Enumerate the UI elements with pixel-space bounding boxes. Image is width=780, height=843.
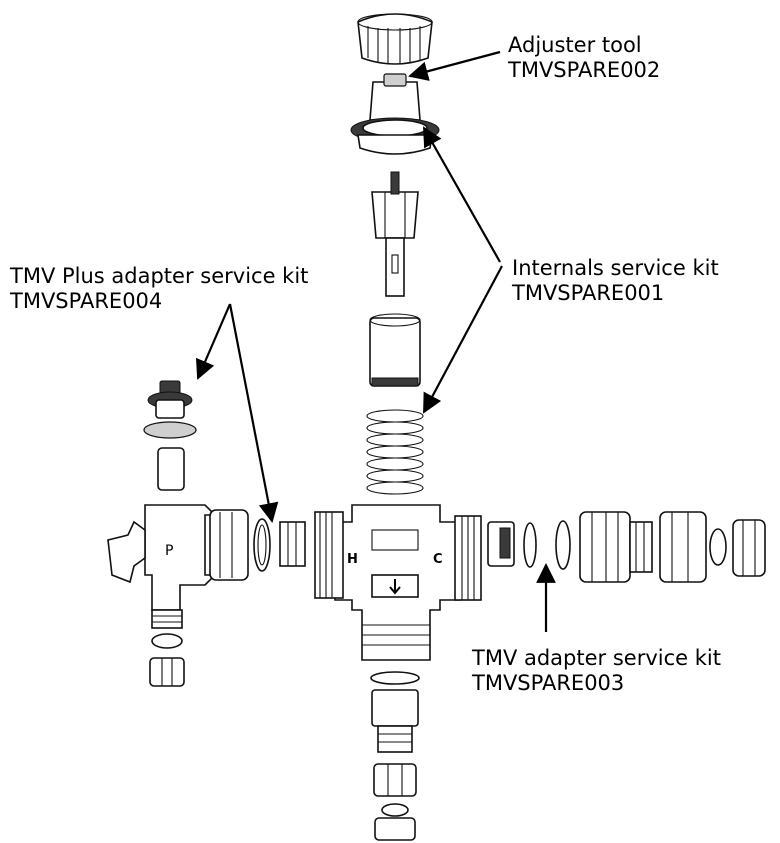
piston xyxy=(369,313,421,387)
plus-adapter-kit-name: TMV Plus adapter service kit xyxy=(10,264,309,288)
compression-olive xyxy=(709,528,727,566)
cold-mark: C xyxy=(433,552,443,567)
internals-arrow-bottom xyxy=(423,265,503,414)
adapter-kit-code: TMVSPARE003 xyxy=(472,671,625,695)
outlet-washer xyxy=(370,671,420,685)
internals-kit-label: Internals service kit TMVSPARE001 xyxy=(512,256,719,306)
adapter-washers xyxy=(523,520,571,570)
hot-mark: H xyxy=(347,552,358,567)
adjuster-tool-name: Adjuster tool xyxy=(508,33,642,57)
end-nut xyxy=(732,519,766,577)
isolating-valve: P xyxy=(107,504,249,629)
plus-lower-parts xyxy=(149,633,185,687)
plus-adapter-kit-code: TMVSPARE004 xyxy=(10,289,163,313)
outlet-nut-lower xyxy=(374,817,416,841)
spring xyxy=(366,409,424,495)
outlet-olive xyxy=(381,803,409,817)
adapter-kit-label: TMV adapter service kit TMVSPARE003 xyxy=(472,646,721,696)
adjuster-tool-label: Adjuster tool TMVSPARE002 xyxy=(508,33,660,83)
outlet-tailpiece xyxy=(371,689,419,753)
check-valve xyxy=(487,521,515,567)
internals-arrow-top xyxy=(423,126,501,263)
plus-arrow-right xyxy=(228,303,279,523)
plus-arrow-left xyxy=(195,303,232,380)
compression-nut xyxy=(659,511,707,583)
svg-text:P: P xyxy=(165,543,173,559)
adjuster-cap xyxy=(357,13,433,65)
headwork-cartridge xyxy=(350,73,440,155)
adapter-union xyxy=(579,511,653,583)
internals-kit-name: Internals service kit xyxy=(512,256,719,280)
valve-body: H C xyxy=(314,504,482,661)
adapter-kit-name: TMV adapter service kit xyxy=(472,646,721,670)
plus-adapter-kit-label: TMV Plus adapter service kit TMVSPARE004 xyxy=(10,264,308,314)
adjuster-tool-code: TMVSPARE002 xyxy=(508,58,661,82)
internals-kit-code: TMVSPARE001 xyxy=(512,281,665,305)
spindle xyxy=(371,171,419,297)
plus-cap xyxy=(143,380,197,491)
plus-adapter-parts xyxy=(253,518,306,572)
adjuster-arrow xyxy=(408,50,501,81)
outlet-nut xyxy=(373,763,417,797)
